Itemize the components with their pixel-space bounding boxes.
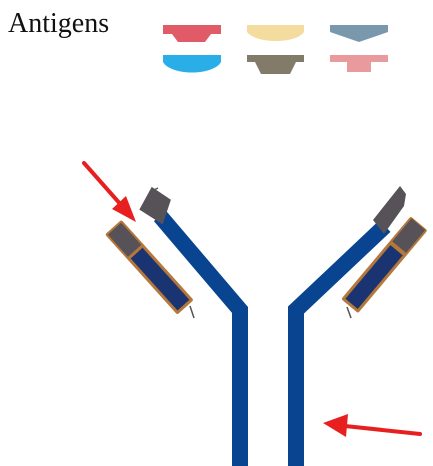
antigen-gray-shape	[247, 55, 304, 74]
antigen-red-shape	[163, 25, 221, 42]
arrow-to-constant-region	[345, 426, 420, 434]
arrow-to-variable-region	[84, 163, 122, 206]
left-light-chain-constant	[131, 248, 190, 311]
antigen-steelblue-shape	[330, 25, 388, 42]
heavy-chain-left	[160, 216, 240, 466]
antigen-pink-shape	[330, 55, 388, 72]
antigen-cyan-shape	[163, 55, 221, 73]
antigen-yellow-shape	[247, 25, 304, 41]
antigen-legend	[163, 25, 388, 74]
arrow-head-constant-region	[323, 414, 348, 437]
arrows	[84, 163, 420, 437]
